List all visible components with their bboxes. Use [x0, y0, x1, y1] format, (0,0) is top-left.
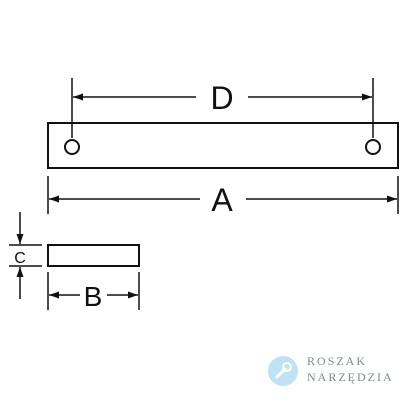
right-mounting-hole [365, 139, 381, 155]
bar-outline [47, 122, 399, 169]
watermark-text-line2: NARZĘDZIA [307, 370, 394, 384]
bar-side-view [47, 244, 140, 267]
dimension-b: B [47, 272, 140, 312]
dimension-label-a: A [211, 182, 233, 218]
dimension-c: C [9, 212, 42, 299]
dimension-label-d: D [210, 80, 233, 116]
dimension-d: D [71, 78, 374, 138]
wrench-icon [275, 362, 292, 379]
cross-section-outline [47, 244, 140, 267]
dimension-label-b: B [84, 281, 103, 312]
watermark-text-line1: ROSZAK [307, 354, 368, 368]
dimension-label-c: C [14, 250, 26, 267]
dimension-a: A [47, 176, 399, 218]
left-mounting-hole [64, 139, 80, 155]
bar-top-view [47, 122, 399, 169]
watermark-logo [268, 356, 298, 386]
